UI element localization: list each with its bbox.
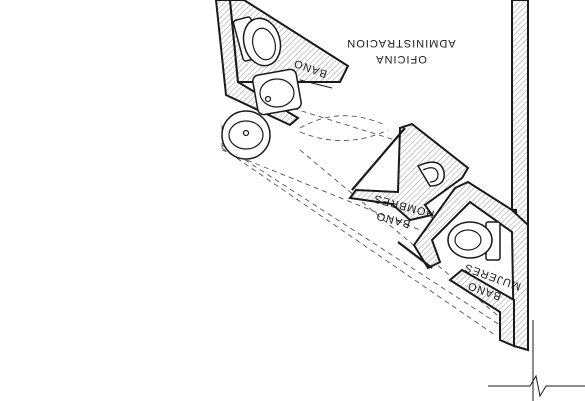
door-swing-arc [299, 115, 386, 129]
wall-left-outer [214, 0, 300, 127]
door-panel-bath [299, 79, 333, 89]
toilet-women-bath [447, 221, 501, 261]
sink-outer [221, 110, 271, 160]
door-swing-arc-lower [299, 129, 389, 141]
sink-main-bath [252, 68, 302, 116]
break-line-symbol [488, 320, 585, 401]
toilet-men-bath [416, 161, 445, 187]
door-panel-office [351, 127, 406, 191]
wall-men-bath [348, 122, 470, 222]
office-name-line1: OFICINA [375, 53, 427, 65]
wall-right-vertical [511, 0, 529, 227]
wall-bottom-right [448, 268, 515, 348]
door-panel-women [397, 241, 433, 269]
wall-women-bath [412, 180, 529, 352]
toilet-main-bath [232, 16, 282, 67]
office-name-line2: ADMINISTRACION [346, 37, 455, 49]
label-office: OFICINA ADMINISTRACION [346, 37, 455, 65]
